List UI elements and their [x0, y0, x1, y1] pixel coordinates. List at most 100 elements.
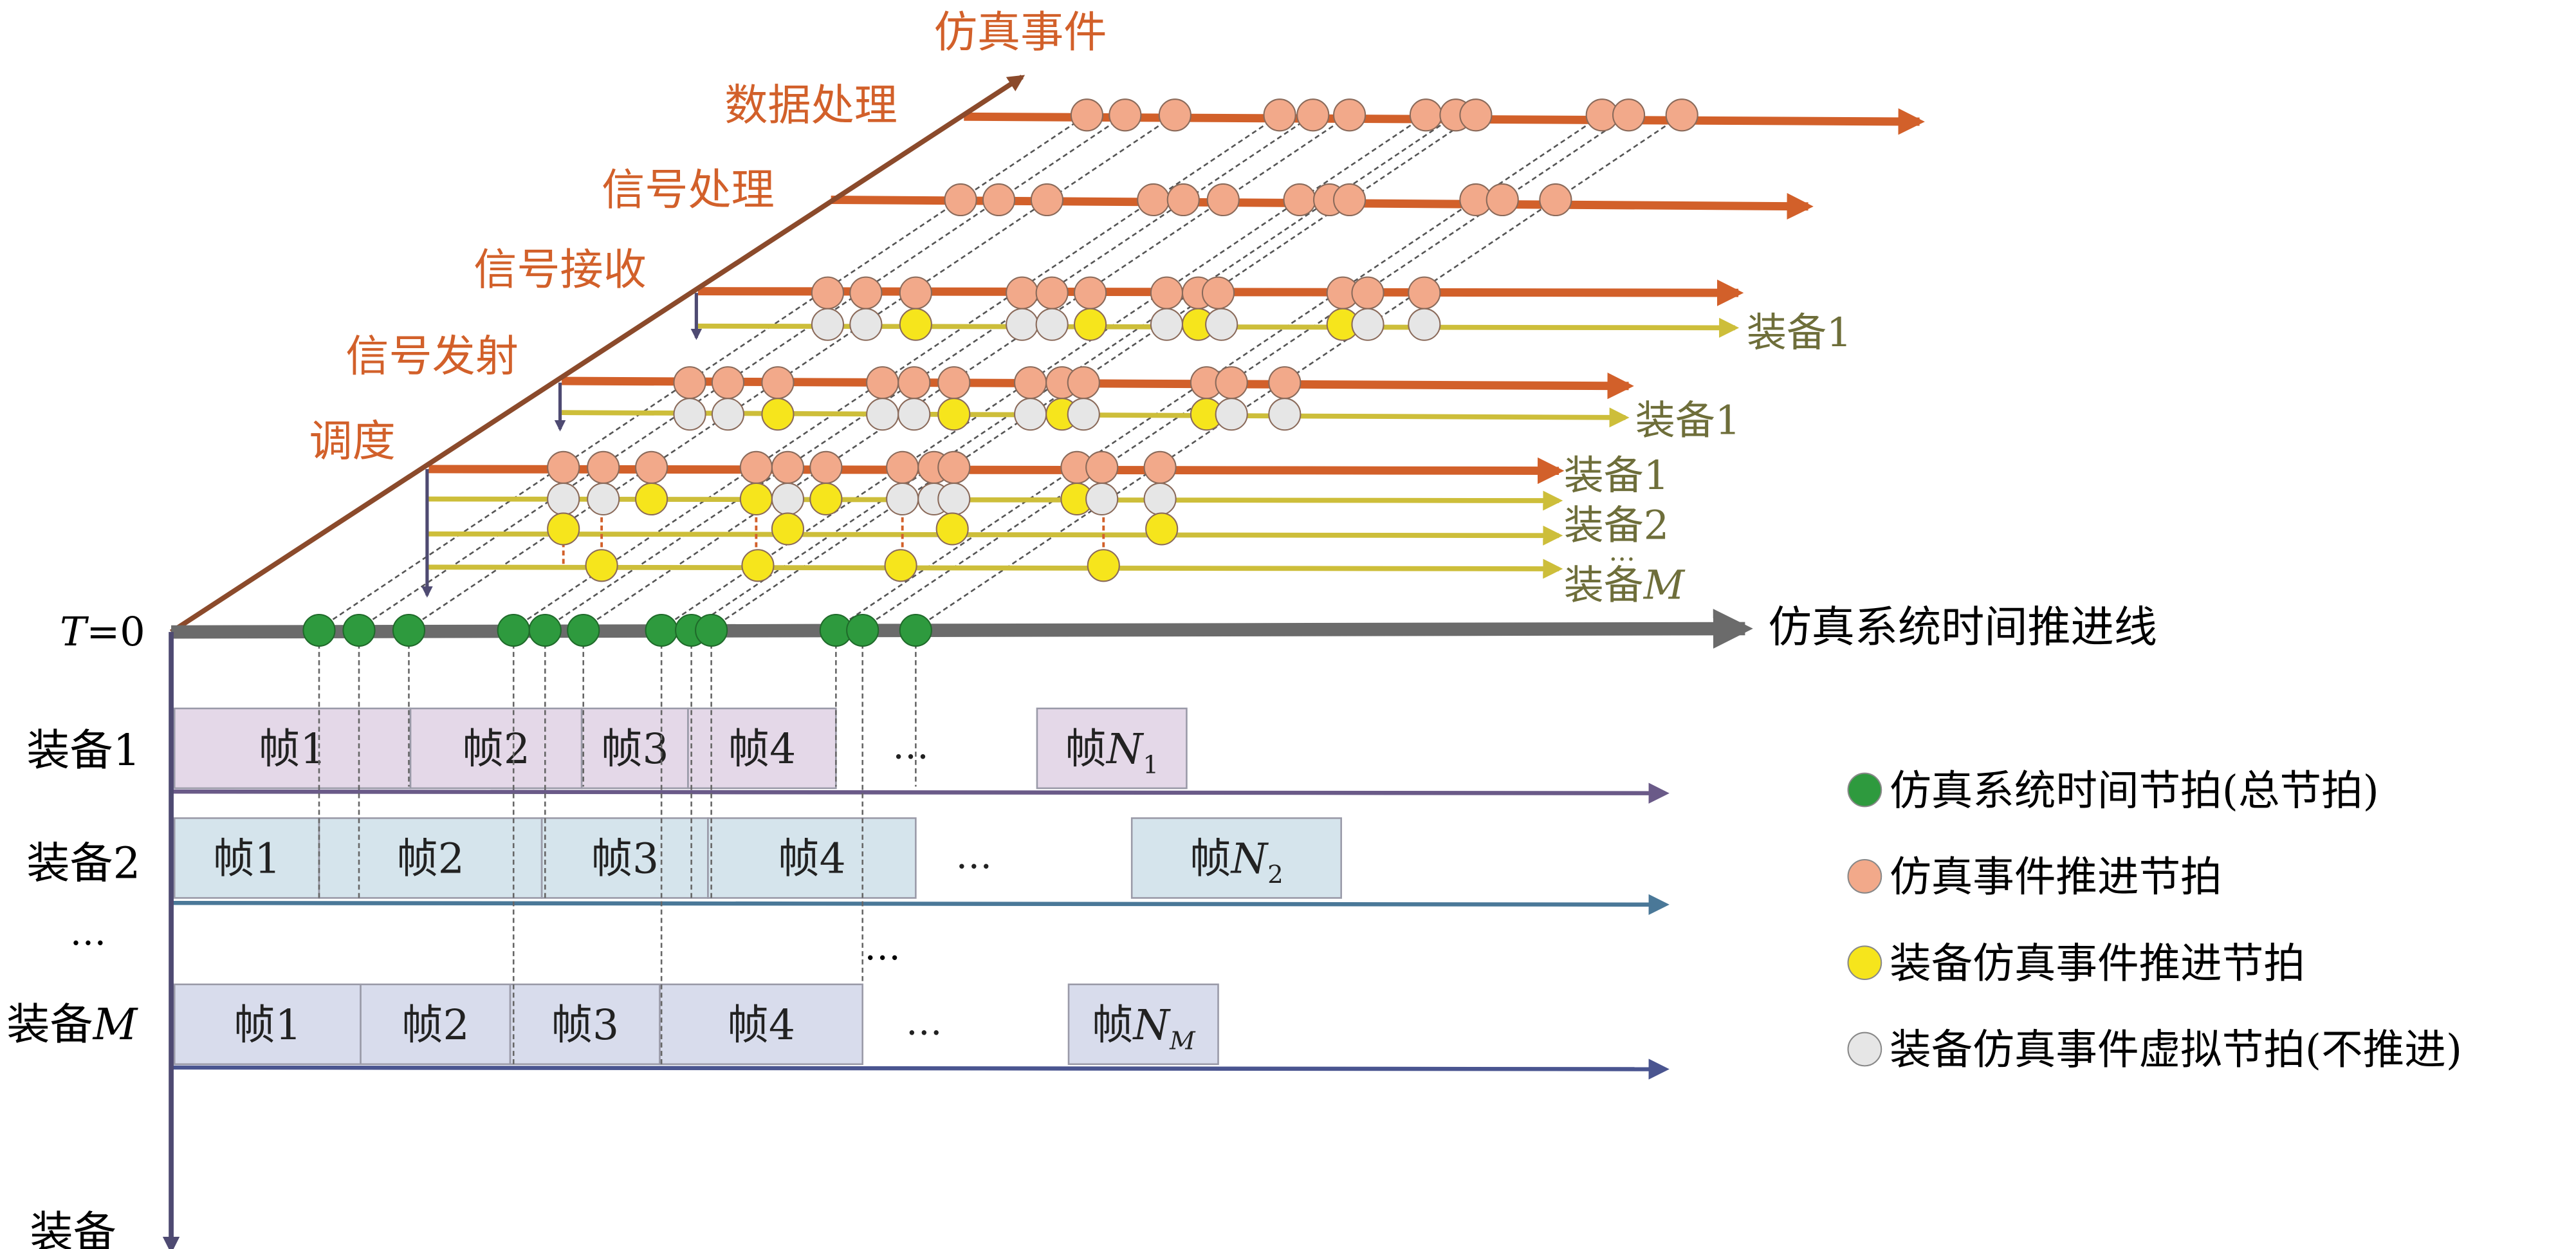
frame-box: [659, 983, 863, 1066]
event-tick-tx-50: [761, 366, 795, 400]
frame-box: [540, 817, 709, 899]
event-axis-label: 仿真事件: [934, 7, 1107, 57]
event-tick-dp-6: [1409, 98, 1442, 132]
frame-box: [173, 817, 320, 899]
equip-tick-tx-64: [897, 398, 931, 431]
event-tick-sched-77: [809, 450, 843, 484]
event-tick-sched-83: [1143, 450, 1177, 484]
frame-box-last: [1036, 707, 1188, 790]
time-tick-4: [528, 613, 562, 647]
frame-box: [580, 707, 689, 790]
frame-label-last: 帧N2: [1190, 835, 1283, 889]
frame-ellipsis: …: [955, 835, 992, 877]
layer-label-sched: 调度: [309, 416, 395, 466]
time-tick-5: [567, 613, 600, 647]
event-tick-sp-17: [1206, 183, 1240, 217]
time-ticks: [302, 613, 932, 647]
event-dots: [547, 98, 1698, 582]
event-tick-dp-8: [1459, 98, 1493, 132]
event-tick-tx-52: [897, 366, 931, 400]
frame-box-last: [1067, 983, 1219, 1066]
event-tick-sp-22: [1486, 183, 1519, 217]
event-tick-tx-48: [673, 366, 706, 400]
frame-ellipsis-between: …: [864, 926, 901, 968]
rx-equip-label: 装备1: [1747, 309, 1852, 356]
time-axis: [171, 609, 1753, 649]
event-tick-tx-51: [866, 366, 899, 400]
equip-tick-sched-m-101: [741, 549, 775, 582]
equip-tick-sched-m-103: [1087, 549, 1120, 582]
equip-tick-tx-66: [1014, 398, 1047, 431]
frame-box: [687, 707, 837, 790]
event-tick-tx-59: [1268, 366, 1302, 400]
event-tick-sp-20: [1333, 183, 1366, 217]
equip-tick-tx-71: [1268, 398, 1302, 431]
equip-line-sched-2: [428, 525, 1563, 546]
event-tick-sp-15: [1137, 183, 1170, 217]
frame-label-last: 帧N1: [1065, 725, 1159, 779]
equip-tick-tx-65: [937, 398, 971, 431]
event-tick-dp-4: [1296, 98, 1330, 132]
frame-ellipsis: …: [892, 725, 929, 767]
sched-equip-label-2: 装备2: [1564, 501, 1669, 548]
event-tick-rx-29: [1074, 276, 1107, 310]
row-label-2: 装备2: [26, 838, 140, 888]
event-axis: [169, 75, 1026, 634]
frame-box: [318, 817, 543, 899]
frame-box: [707, 817, 917, 899]
equip-tick-sched-1-86: [635, 482, 668, 516]
projection-line-4: [544, 114, 1314, 630]
event-tick-rx-26: [899, 276, 932, 310]
event-tick-sched-76: [771, 450, 805, 484]
equip-tick-tx-61: [711, 398, 745, 431]
layer-label-dp: 数据处理: [724, 80, 897, 130]
row-timeline: [171, 782, 1670, 804]
equip-tick-sched-2-96: [547, 512, 580, 546]
equipment-axis-label: 装备: [30, 1207, 116, 1249]
equip-tick-rx-40: [1035, 308, 1069, 341]
equip-tick-sched-1-85: [587, 482, 620, 516]
legend-swatch: [1847, 858, 1882, 894]
projection-line-0: [318, 114, 1088, 630]
event-tick-rx-32: [1201, 276, 1235, 310]
event-tick-sp-16: [1166, 183, 1200, 217]
sched-equip-label-1: 装备1: [1564, 452, 1669, 499]
event-tick-dp-5: [1333, 98, 1366, 132]
equip-tick-sched-2-97: [771, 512, 805, 546]
equip-tick-rx-42: [1150, 308, 1183, 341]
event-tick-rx-25: [849, 276, 883, 310]
time-origin-label: T=0: [60, 608, 145, 655]
time-tick-2: [392, 613, 426, 647]
event-tick-sp-18: [1283, 183, 1316, 217]
frame-box: [509, 983, 661, 1066]
event-tick-sp-23: [1539, 183, 1572, 217]
equip-tick-sched-1-87: [739, 482, 773, 516]
time-tick-11: [899, 613, 932, 647]
event-tick-rx-34: [1351, 276, 1385, 310]
event-tick-rx-27: [1006, 276, 1039, 310]
event-tick-sp-14: [1030, 183, 1064, 217]
equip-tick-rx-41: [1074, 308, 1107, 341]
event-tick-dp-3: [1263, 98, 1296, 132]
frame-box: [173, 983, 362, 1066]
legend: 仿真系统时间节拍(总节拍)仿真事件推进节拍装备仿真事件推进节拍装备仿真事件虚拟节…: [1847, 767, 2462, 1075]
frame-box: [360, 983, 511, 1066]
row-label-m: 装备M: [6, 999, 138, 1050]
event-tick-dp-10: [1612, 98, 1646, 132]
frame-box-last: [1130, 817, 1342, 899]
frame-label: 帧4: [778, 835, 846, 884]
equip-tick-sched-m-102: [884, 549, 917, 582]
equip-tick-rx-46: [1351, 308, 1385, 341]
frame-label: 帧3: [601, 725, 669, 773]
frame-label-last: 帧NM: [1092, 1001, 1196, 1055]
equip-tick-rx-47: [1408, 308, 1441, 341]
event-tick-dp-1: [1109, 98, 1142, 132]
legend-swatch: [1847, 1032, 1882, 1067]
event-tick-sched-75: [739, 450, 773, 484]
equip-tick-rx-39: [1006, 308, 1039, 341]
time-tick-10: [846, 613, 879, 647]
equip-tick-tx-60: [673, 398, 706, 431]
event-tick-dp-2: [1158, 98, 1191, 132]
event-tick-sched-80: [937, 450, 971, 484]
